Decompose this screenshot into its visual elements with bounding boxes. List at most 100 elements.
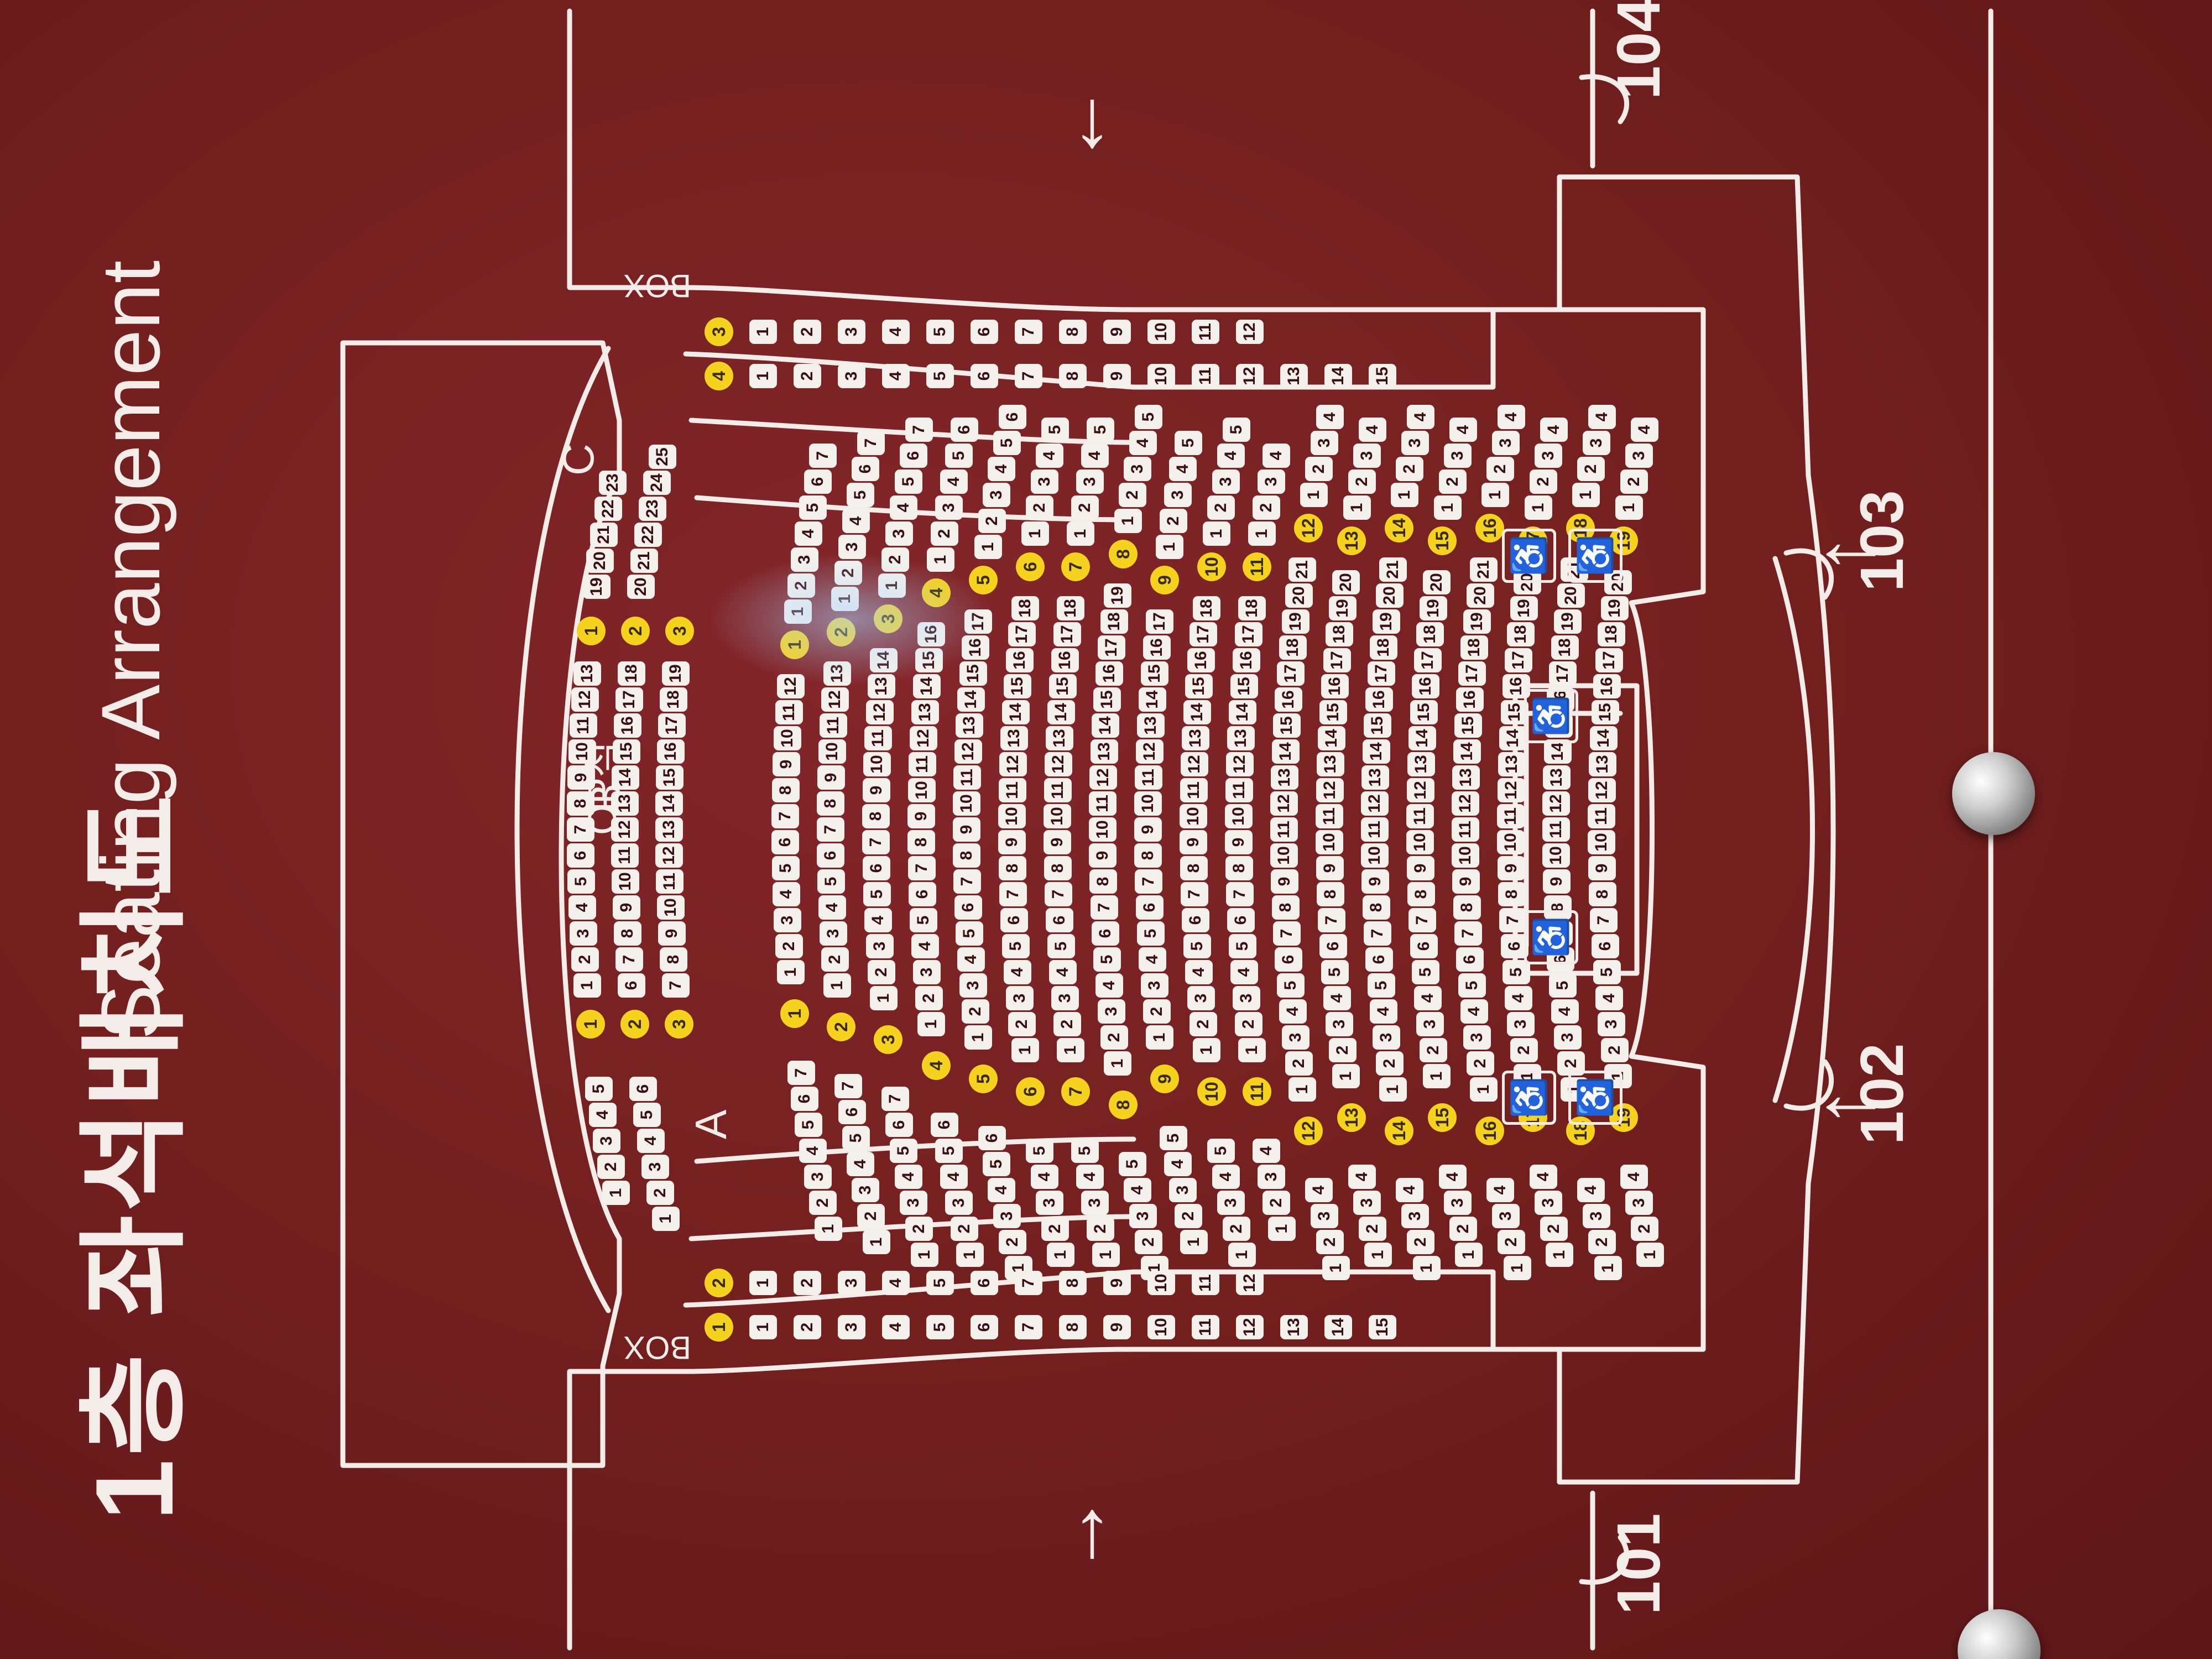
box-row-badge: 2 bbox=[705, 1269, 733, 1297]
section-b-seat: 4 bbox=[1370, 999, 1397, 1024]
section-b-seat: 7 bbox=[1590, 908, 1618, 932]
section-b-seat: 1 bbox=[1470, 1077, 1498, 1102]
op-seat: 19 bbox=[583, 575, 611, 599]
section-b-seat: 9 bbox=[1225, 830, 1253, 854]
section-c-seat: 3 bbox=[983, 483, 1010, 507]
section-b-seat: 10 bbox=[1542, 843, 1570, 868]
section-b-seat: 11 bbox=[1044, 778, 1072, 802]
row-badge: 3 bbox=[874, 1025, 902, 1054]
section-a-seat: 2 bbox=[1316, 1230, 1344, 1254]
section-a-seat: 1 bbox=[1322, 1256, 1350, 1280]
section-c-seat: 4 bbox=[1036, 444, 1063, 468]
section-b-seat: 12 bbox=[1226, 752, 1254, 776]
section-b-seat: 20 bbox=[1467, 583, 1494, 608]
section-b-seat: 21 bbox=[1470, 557, 1498, 582]
section-c-seat: 5 bbox=[895, 469, 922, 494]
section-b-seat: 12 bbox=[954, 739, 982, 764]
op-seat: 8 bbox=[614, 921, 641, 946]
section-b-seat: 1 bbox=[1332, 1064, 1360, 1088]
box-seat: 10 bbox=[1147, 1315, 1175, 1339]
section-b-seat: 8 bbox=[1453, 895, 1481, 920]
section-b-seat: 16 bbox=[1365, 687, 1393, 712]
section-b-seat: 13 bbox=[1498, 752, 1526, 776]
section-c-seat: 1 bbox=[1248, 521, 1276, 546]
section-c-seat: 4 bbox=[1217, 444, 1245, 468]
section-c-seat: 5 bbox=[1223, 418, 1250, 442]
section-c-seat: 3 bbox=[1444, 444, 1472, 468]
section-b-seat: 5 bbox=[910, 908, 937, 932]
section-a-seat: 4 bbox=[1577, 1178, 1605, 1202]
section-c-seat: 4 bbox=[1588, 405, 1616, 429]
section-a-seat: 4 bbox=[1348, 1165, 1376, 1189]
section-b-seat: 5 bbox=[863, 882, 891, 906]
section-a-seat: 1 bbox=[956, 1243, 984, 1267]
section-a-seat: 4 bbox=[1530, 1165, 1557, 1189]
section-b-seat: 8 bbox=[1089, 869, 1117, 894]
section-b-seat: 19 bbox=[1282, 609, 1310, 634]
box-seat: 9 bbox=[1103, 320, 1131, 344]
section-c-seat: 4 bbox=[1359, 418, 1386, 442]
section-b-seat: 5 bbox=[1593, 960, 1621, 984]
section-a-seat: 2 bbox=[1498, 1230, 1525, 1254]
wheelchair-icon: ♿ bbox=[1524, 910, 1578, 964]
section-a-seat: 3 bbox=[804, 1165, 832, 1189]
section-b-seat: 8 bbox=[953, 843, 980, 868]
section-b-seat: 2 bbox=[1285, 1051, 1313, 1076]
section-b-seat: 19 bbox=[1601, 596, 1629, 620]
section-b-seat: 11 bbox=[1406, 804, 1434, 828]
box-seat: 6 bbox=[971, 1271, 998, 1295]
section-b-seat: 17 bbox=[1053, 622, 1081, 646]
op-row-badge: 2 bbox=[621, 617, 650, 645]
section-c-seat: 3 bbox=[1401, 431, 1429, 455]
section-b-seat: 11 bbox=[1270, 817, 1298, 842]
section-c-seat: 4 bbox=[1540, 418, 1568, 442]
op-seat: 11 bbox=[570, 713, 597, 738]
section-c-seat: 2 bbox=[1305, 457, 1333, 481]
section-a-seat: 6 bbox=[931, 1113, 958, 1137]
section-c-seat: 4 bbox=[1129, 431, 1157, 455]
section-b-seat: 12 bbox=[1181, 752, 1208, 776]
section-b-seat: 1 bbox=[1423, 1064, 1451, 1088]
op-seat: 7 bbox=[567, 817, 594, 842]
section-b-seat: 11 bbox=[820, 713, 847, 738]
section-b-seat: 9 bbox=[1134, 817, 1162, 842]
op-seat: 17 bbox=[615, 687, 643, 712]
title-english: Seating Arrangement bbox=[84, 260, 177, 1040]
left-box-wall bbox=[567, 1347, 1562, 1496]
section-a-seat: 3 bbox=[1625, 1191, 1653, 1215]
op-seat: 20 bbox=[627, 575, 655, 599]
section-b-seat: 9 bbox=[1044, 830, 1071, 854]
section-b-seat: 13 bbox=[1091, 739, 1118, 764]
op-seat: 19 bbox=[662, 661, 690, 686]
section-b-seat: 3 bbox=[1373, 1025, 1400, 1050]
section-b-seat: 4 bbox=[1185, 960, 1213, 984]
section-a-seat: 5 bbox=[935, 1139, 963, 1163]
section-c-seat: 4 bbox=[1316, 405, 1344, 429]
section-a-seat: 4 bbox=[988, 1178, 1015, 1202]
box-seat: 7 bbox=[1015, 364, 1042, 388]
section-b-seat: 20 bbox=[1557, 583, 1585, 608]
section-b-seat: 14 bbox=[1047, 700, 1075, 724]
section-b-seat: 6 bbox=[817, 843, 844, 868]
section-b-seat: 13 bbox=[1589, 752, 1616, 776]
op-seat: 18 bbox=[660, 687, 687, 712]
section-b-seat: 16 bbox=[1095, 661, 1123, 686]
section-b-seat: 4 bbox=[1551, 999, 1579, 1024]
section-c-seat: 1 bbox=[1525, 495, 1552, 520]
section-b-seat: 17 bbox=[1146, 609, 1173, 634]
section-b-seat: 14 bbox=[1139, 687, 1166, 712]
section-c-seat: 1 bbox=[1615, 495, 1643, 520]
section-b-seat: 2 bbox=[1190, 1012, 1217, 1036]
box-seat: 1 bbox=[749, 1271, 777, 1295]
section-b-seat: 1 bbox=[1288, 1077, 1316, 1102]
box-seat: 6 bbox=[971, 364, 998, 388]
section-c-seat: 3 bbox=[1031, 469, 1058, 494]
section-b-seat: 18 bbox=[1011, 596, 1039, 620]
section-c-seat: 1 bbox=[1114, 509, 1142, 533]
section-b-seat: 10 bbox=[1361, 843, 1389, 868]
section-a-seat: 2 bbox=[951, 1217, 978, 1241]
section-b-seat: 16 bbox=[1051, 648, 1079, 672]
section-b-seat: 7 bbox=[1273, 921, 1301, 946]
op-seat: 3 bbox=[641, 1155, 669, 1179]
op-row-badge: 2 bbox=[620, 1010, 649, 1039]
